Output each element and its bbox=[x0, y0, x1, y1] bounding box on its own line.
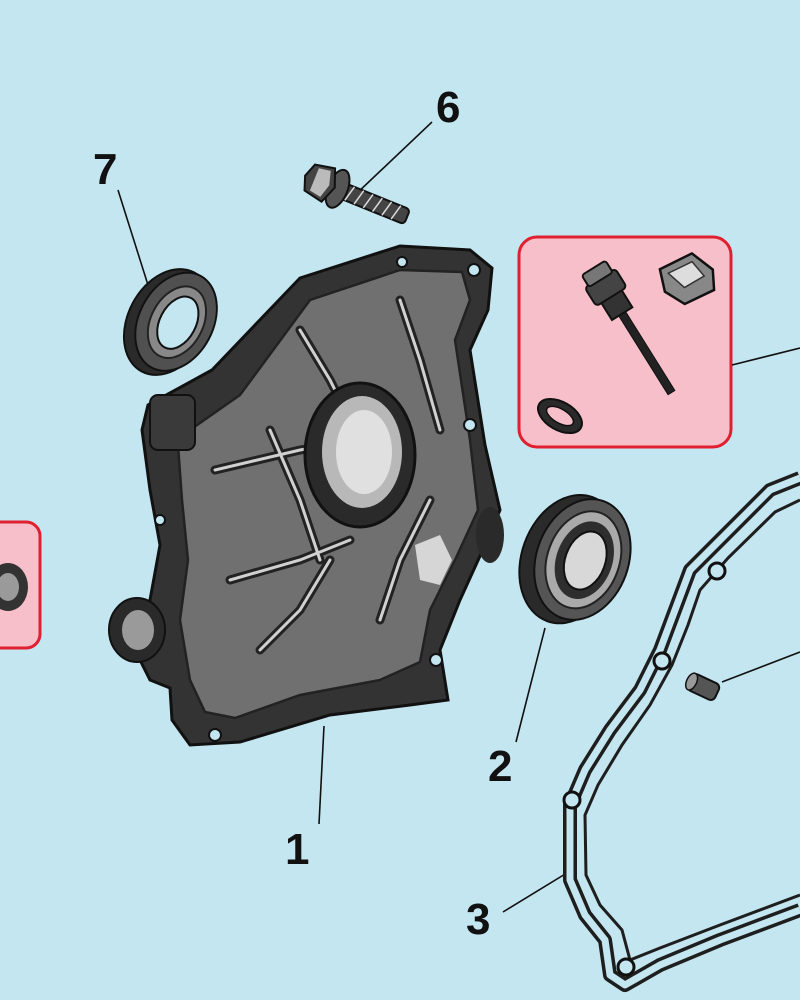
dowel-pin-icon[interactable] bbox=[683, 671, 721, 701]
callout-part-3: 3 bbox=[466, 895, 491, 944]
leader-lines bbox=[117, 121, 800, 913]
ball-bearing-icon[interactable] bbox=[502, 481, 647, 641]
washer-partial-icon bbox=[0, 563, 28, 611]
callout-part-7: 7 bbox=[93, 145, 118, 194]
gasket-icon[interactable] bbox=[562, 471, 800, 992]
callout-part-1: 1 bbox=[285, 825, 310, 874]
callout-part-6: 6 bbox=[436, 83, 461, 132]
callout-part-2: 2 bbox=[488, 742, 513, 791]
oil-seal-icon[interactable] bbox=[106, 254, 233, 392]
drain-plug-washer-icon[interactable] bbox=[532, 392, 588, 440]
flange-bolt-icon[interactable] bbox=[298, 157, 415, 235]
oil-drain-plug-icon[interactable] bbox=[578, 249, 719, 402]
crankcase-cover-icon[interactable] bbox=[108, 244, 504, 747]
